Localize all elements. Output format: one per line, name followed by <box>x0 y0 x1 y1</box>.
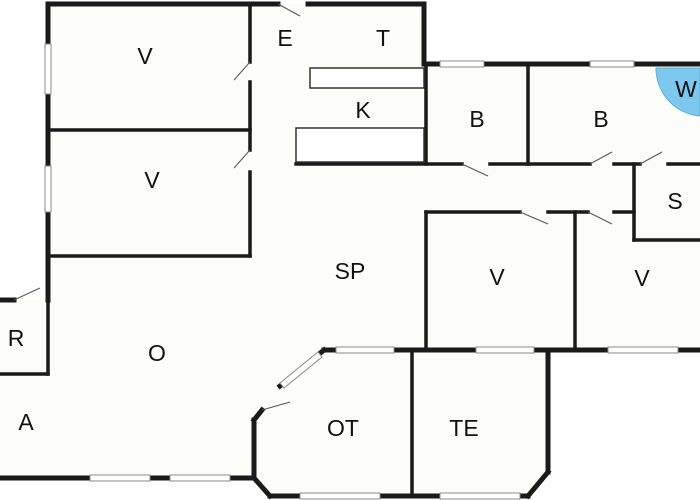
room-label-b2: B <box>593 106 608 132</box>
room-label-t: T <box>376 25 390 51</box>
windows <box>44 43 679 500</box>
room-label-v3: V <box>489 264 505 290</box>
room-label-sp: SP <box>335 258 366 284</box>
room-label-v1: V <box>137 43 153 69</box>
kitchen-counters <box>295 67 425 163</box>
room-label-o: O <box>148 340 166 366</box>
room-label-ot: OT <box>327 415 359 441</box>
room-label-te: TE <box>449 415 478 441</box>
room-label-v4: V <box>634 265 650 291</box>
interior-walls <box>0 4 700 498</box>
room-labels: V E T K B B W V S SP V V R O A OT TE <box>8 25 697 441</box>
room-label-k: K <box>355 97 371 123</box>
room-label-a: A <box>18 409 34 435</box>
room-label-w: W <box>675 76 697 102</box>
room-label-v2: V <box>144 167 160 193</box>
room-label-s: S <box>667 188 682 214</box>
doors <box>13 3 663 411</box>
room-label-r: R <box>8 325 25 351</box>
room-label-b1: B <box>469 106 484 132</box>
room-label-e: E <box>277 25 292 51</box>
floor-area <box>0 4 700 496</box>
